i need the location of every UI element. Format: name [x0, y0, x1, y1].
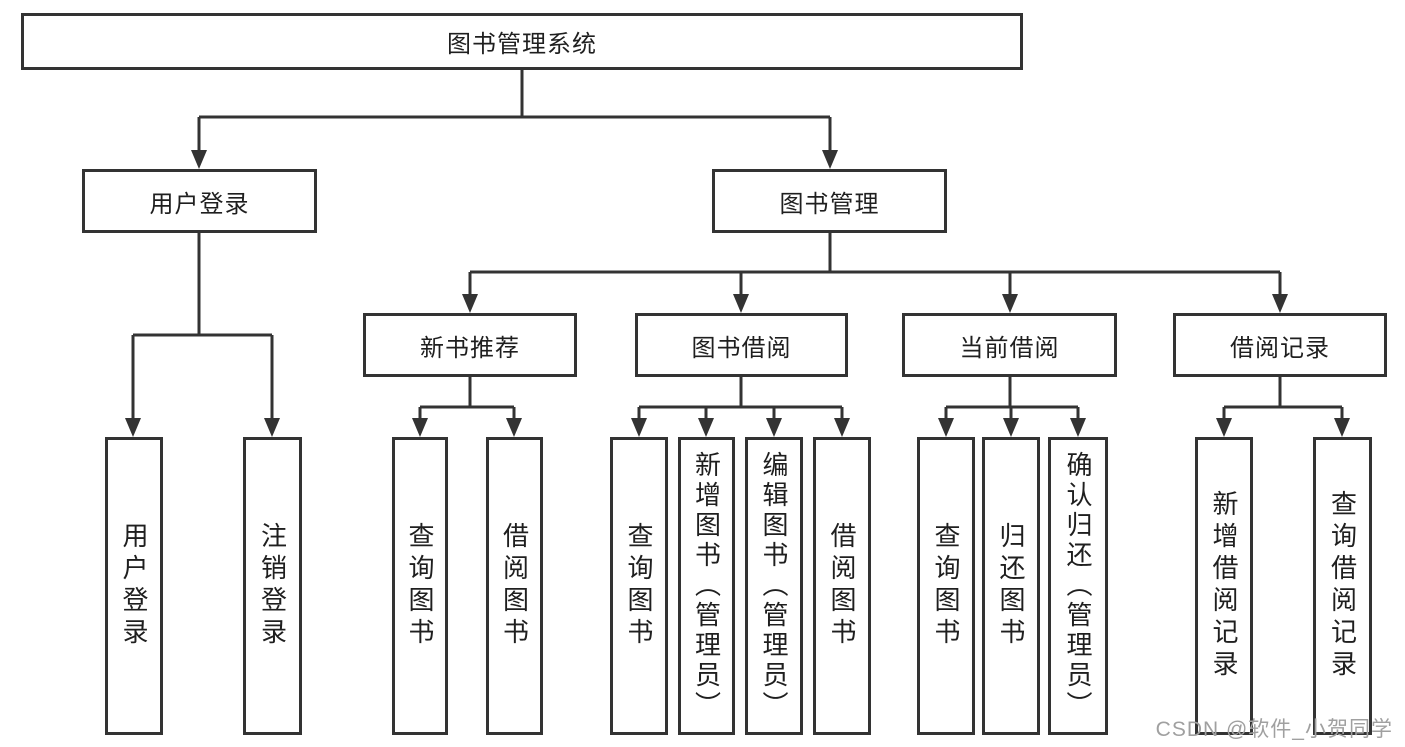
edge-book-borrow-to-children	[637, 377, 844, 420]
node-user-login-label: 用户登录	[149, 190, 250, 218]
leaf-query-borrow-record-label: 查询借阅记录	[1327, 490, 1358, 682]
leaf-confirm-return-admin-label: 确认归还（管理员）	[1063, 451, 1093, 721]
leaf-logout: 注销登录	[243, 437, 302, 735]
leaf-logout-label: 注销登录	[257, 522, 288, 650]
node-new-book-recommend-label: 新书推荐	[420, 334, 520, 362]
leaf-add-borrow-record: 新增借阅记录	[1195, 437, 1253, 735]
edge-current-borrow-to-children	[944, 377, 1080, 420]
leaf-user-login: 用户登录	[105, 437, 163, 735]
edge-book-mgmt-to-children	[468, 233, 1282, 296]
node-book-management: 图书管理	[712, 169, 947, 233]
node-new-book-recommend: 新书推荐	[363, 313, 577, 377]
node-book-management-label: 图书管理	[779, 190, 880, 218]
leaf-current-query-book: 查询图书	[917, 437, 975, 735]
edge-borrow-records-to-children	[1222, 377, 1344, 420]
node-root: 图书管理系统	[21, 13, 1023, 70]
leaf-rec-query-book: 查询图书	[392, 437, 448, 735]
leaf-add-book-admin-label: 新增图书（管理员）	[691, 451, 722, 721]
node-book-borrow-label: 图书借阅	[691, 334, 792, 362]
node-borrow-records: 借阅记录	[1173, 313, 1387, 377]
leaf-add-borrow-record-label: 新增借阅记录	[1209, 490, 1239, 682]
leaf-rec-query-book-label: 查询图书	[405, 522, 435, 650]
watermark: CSDN @软件_小贺同学	[1155, 718, 1393, 741]
leaf-current-query-book-label: 查询图书	[931, 522, 961, 650]
leaf-return-book: 归还图书	[982, 437, 1040, 735]
leaf-edit-book-admin-label: 编辑图书（管理员）	[759, 451, 789, 721]
node-borrow-records-label: 借阅记录	[1230, 334, 1330, 362]
leaf-edit-book-admin: 编辑图书（管理员）	[745, 437, 803, 735]
leaf-return-book-label: 归还图书	[996, 522, 1026, 650]
edge-root-to-level2	[197, 69, 832, 152]
node-root-label: 图书管理系统	[447, 31, 597, 58]
leaf-rec-borrow-book: 借阅图书	[486, 437, 543, 735]
leaf-query-borrow-record: 查询借阅记录	[1313, 437, 1372, 735]
node-book-borrow: 图书借阅	[635, 313, 848, 377]
leaf-borrow-query-book: 查询图书	[610, 437, 668, 735]
leaf-borrow-book-label: 借阅图书	[827, 522, 857, 650]
leaf-rec-borrow-book-label: 借阅图书	[499, 522, 530, 650]
edge-user-login-to-children	[131, 233, 274, 420]
leaf-borrow-book: 借阅图书	[813, 437, 871, 735]
edge-new-book-rec-to-children	[418, 377, 516, 420]
node-user-login: 用户登录	[82, 169, 317, 233]
arrowheads	[125, 150, 1350, 437]
node-current-borrow-label: 当前借阅	[959, 334, 1060, 362]
leaf-add-book-admin: 新增图书（管理员）	[678, 437, 735, 735]
leaf-user-login-label: 用户登录	[119, 522, 149, 650]
node-current-borrow: 当前借阅	[902, 313, 1117, 377]
leaf-borrow-query-book-label: 查询图书	[624, 522, 654, 650]
leaf-confirm-return-admin: 确认归还（管理员）	[1048, 437, 1108, 735]
